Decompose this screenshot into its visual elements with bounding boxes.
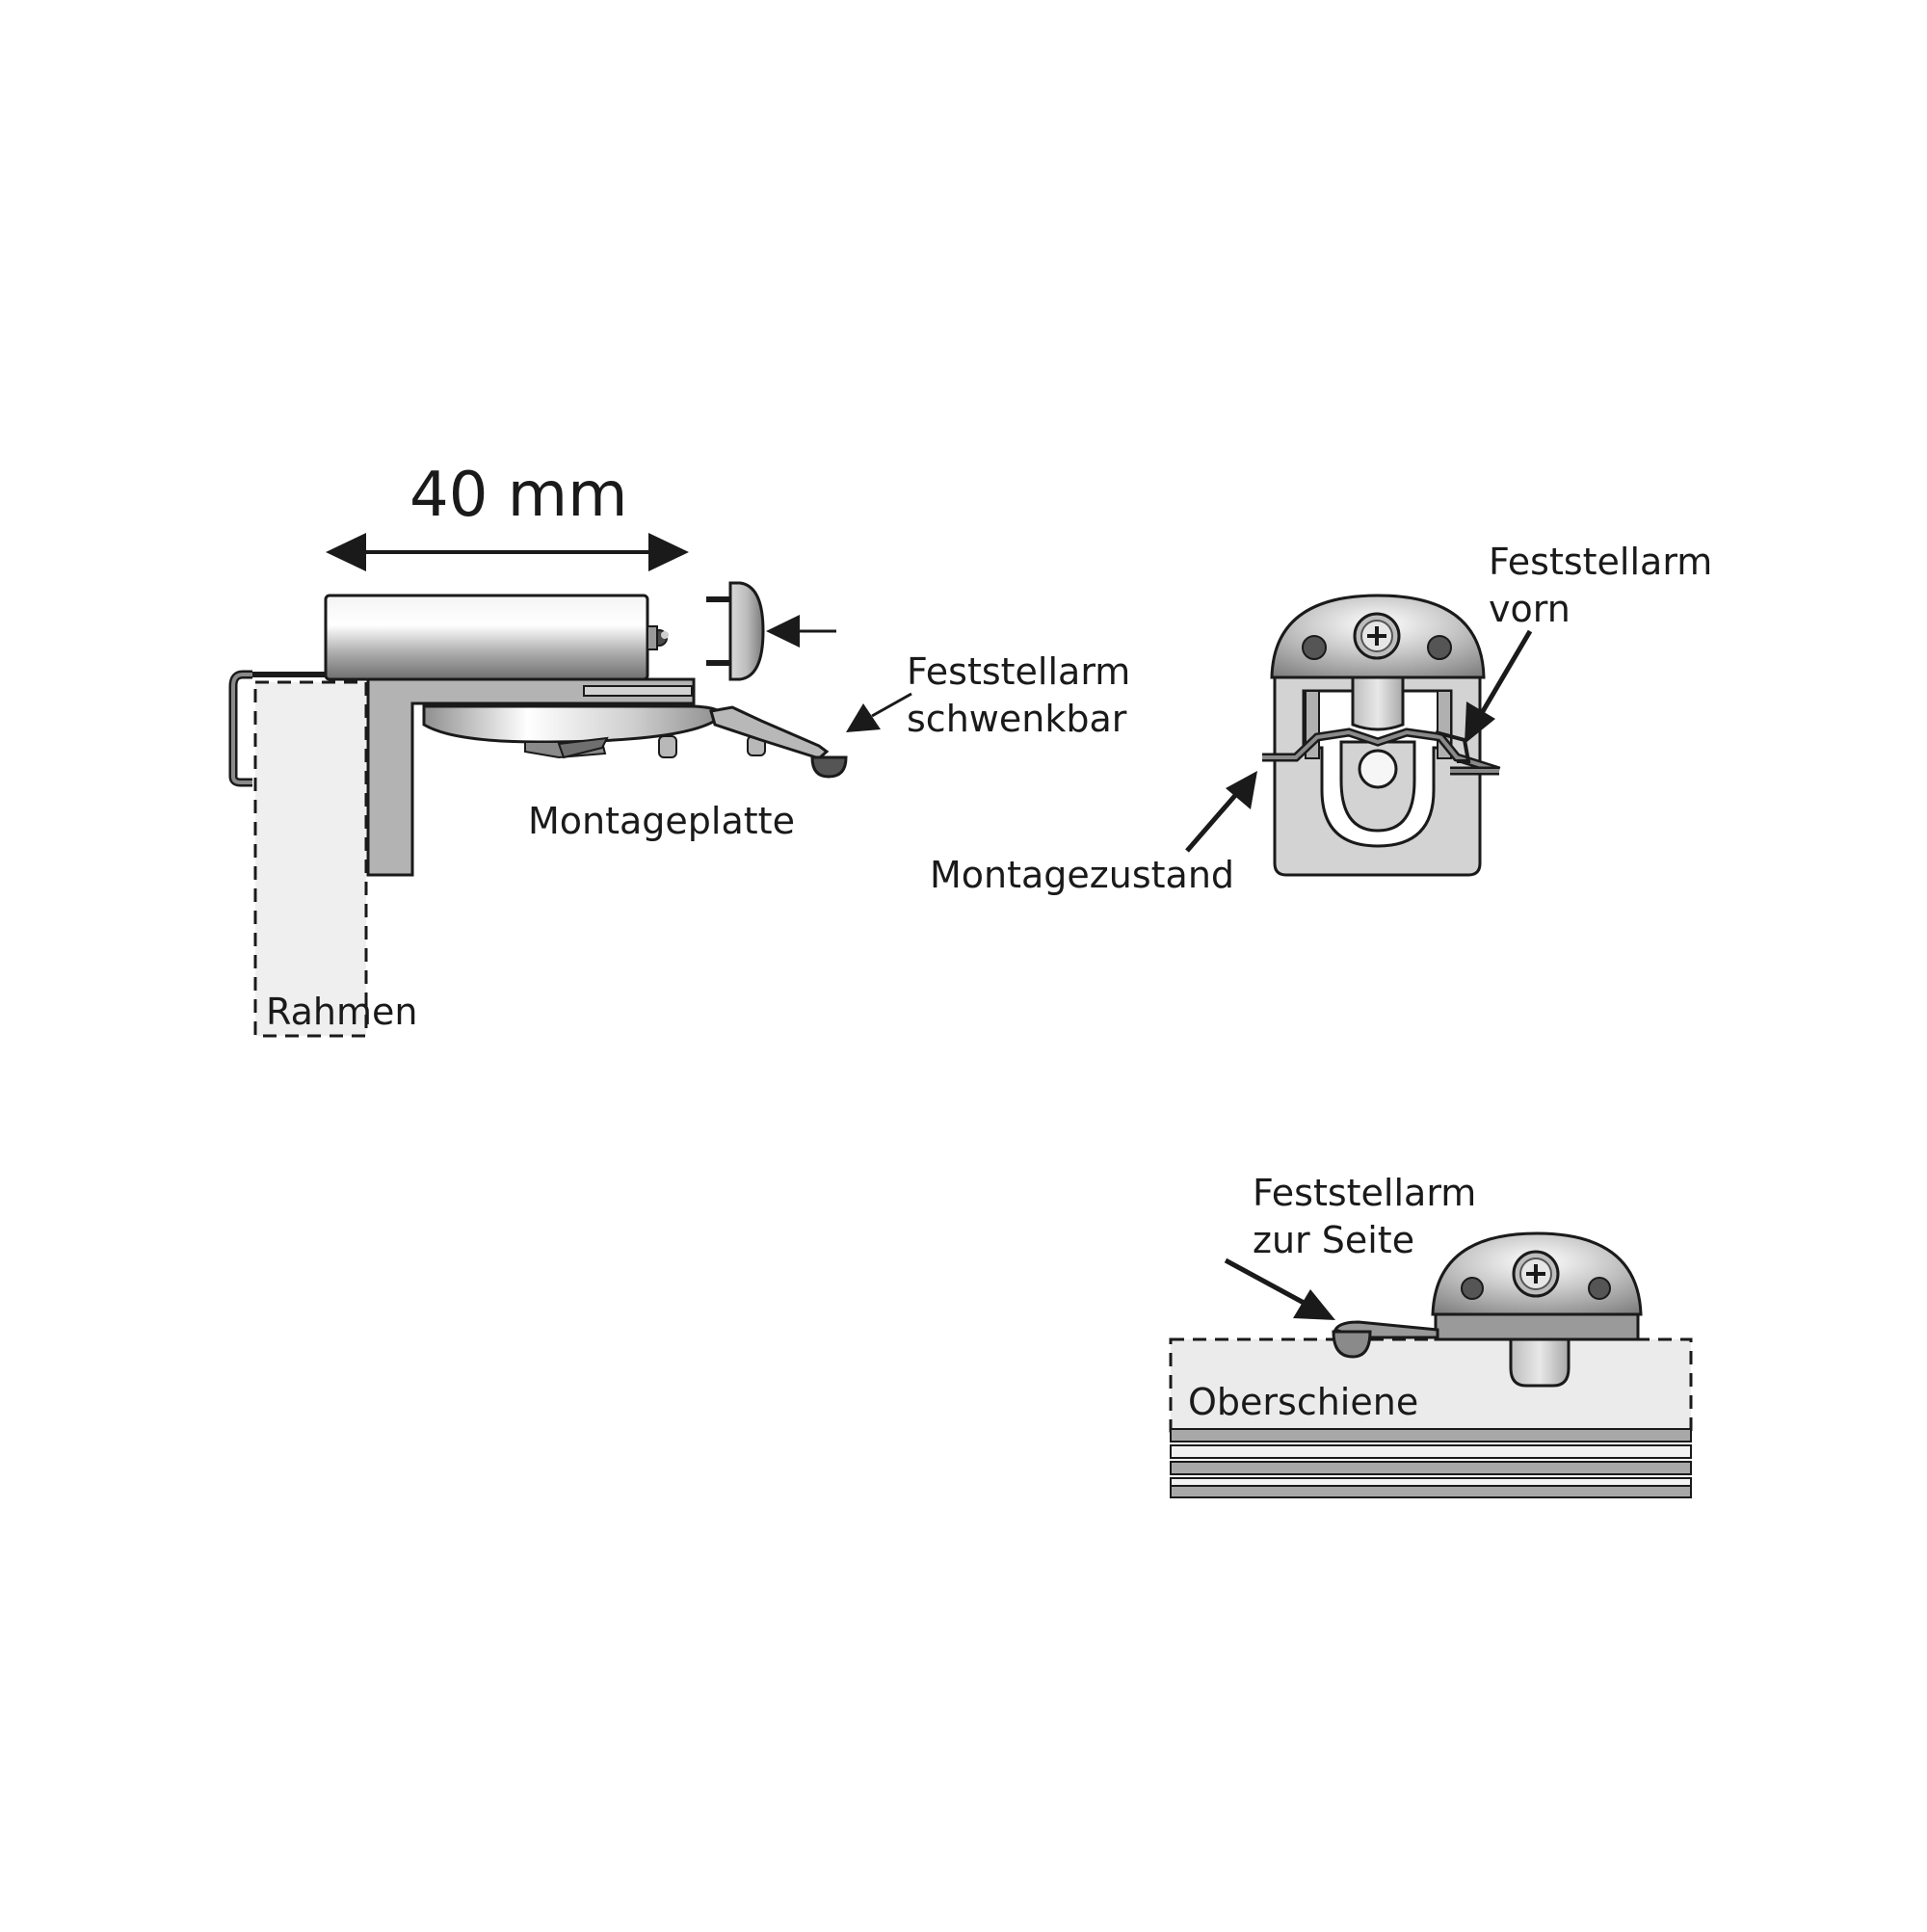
mounted-state-label: Montagezustand: [930, 854, 1235, 896]
side-view-bracket: [228, 533, 912, 1038]
dimension-arrow-left: [326, 533, 366, 571]
mounting-plate-label: Montageplatte: [528, 800, 795, 842]
arm-swivel-label-line2: schwenkbar: [907, 698, 1127, 740]
push-arrow-head: [766, 615, 800, 648]
swivel-arm: [709, 705, 830, 760]
slat-2: [1170, 1444, 1692, 1459]
top-rail: [1169, 1337, 1693, 1433]
front-view-bracket: [1185, 594, 1533, 877]
swivel-arm-knob: [810, 755, 848, 779]
slat-1: [1170, 1428, 1692, 1442]
swivel-arm-leader: [871, 692, 912, 718]
mounted-state-leader: [1185, 790, 1240, 853]
end-cap: [706, 581, 765, 681]
slat-3: [1170, 1461, 1692, 1475]
frame-rect: [253, 680, 368, 1038]
mounting-plate-disc: [422, 704, 722, 744]
arm-front-label-line1: Feststellarm: [1489, 541, 1713, 583]
front-arm-leader: [1476, 629, 1533, 720]
side-arm-knob: [1332, 1330, 1372, 1359]
frame-hook: [228, 670, 252, 787]
frame-label: Rahmen: [266, 991, 418, 1033]
cylinder-body: [324, 594, 649, 681]
l-bracket: [366, 677, 696, 877]
arm-swivel-label-line1: Feststellarm: [907, 650, 1131, 693]
arm-front-label-line2: vorn: [1489, 588, 1571, 630]
rail-view: [1169, 1231, 1693, 1498]
dimension-arrow-right: [648, 533, 689, 571]
arm-side-label-line2: zur Seite: [1253, 1219, 1415, 1261]
dimension-label: 40 mm: [409, 460, 628, 531]
slat-5: [1170, 1485, 1692, 1498]
top-rail-label: Oberschiene: [1188, 1381, 1419, 1423]
side-arm-leader: [1224, 1257, 1307, 1307]
arm-side-label-line1: Feststellarm: [1253, 1172, 1477, 1214]
